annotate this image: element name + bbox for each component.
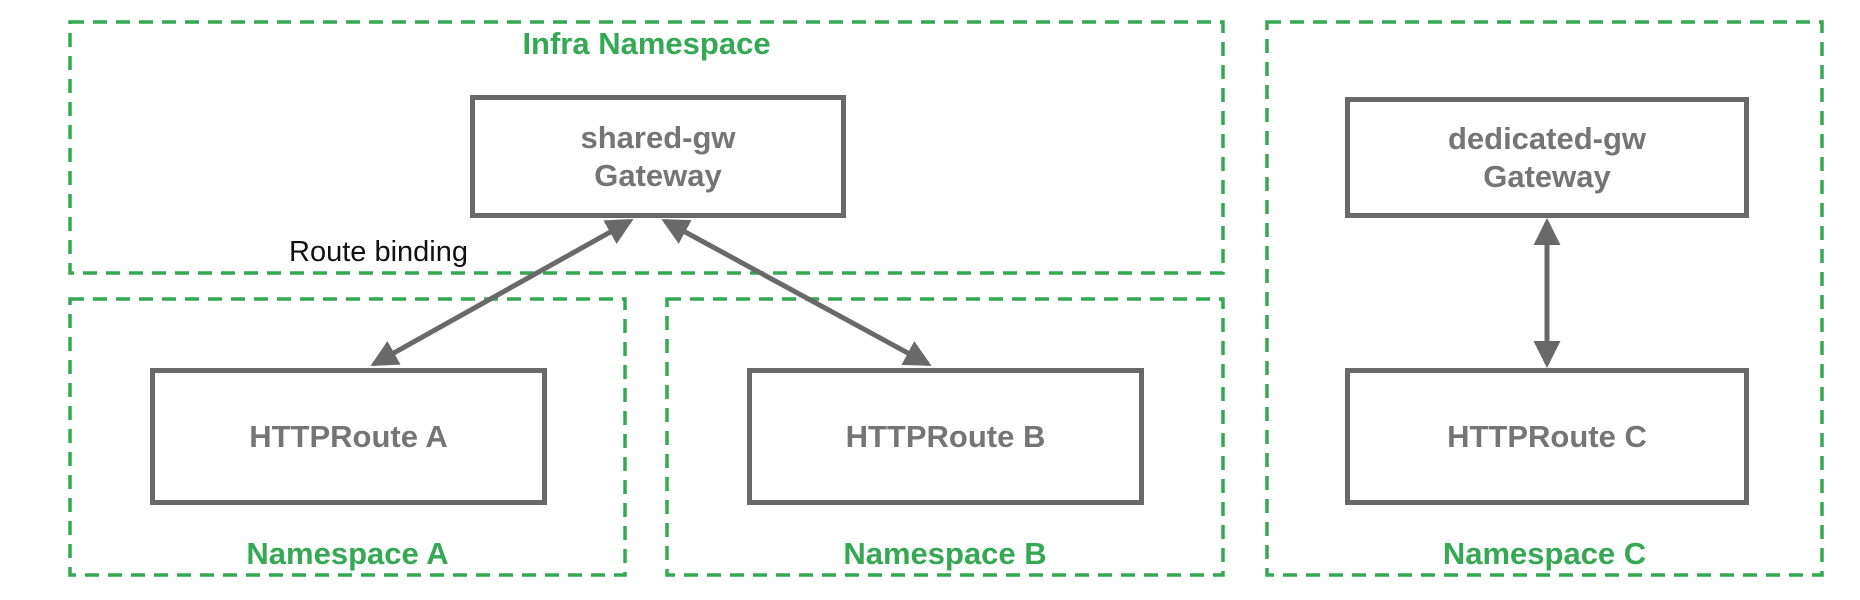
infra-namespace-label: Infra Namespace [522,26,771,61]
route-a-to-shared-gw-arrow [370,218,634,367]
httproute-a-node: HTTPRoute A [150,368,547,505]
route-binding-label: Route binding [289,236,468,268]
namespace-a-label: Namespace A [246,536,449,571]
dedicated-gw-gateway-node: dedicated-gw Gateway [1345,97,1749,218]
namespace-c-boundary [1265,20,1824,577]
shared-gw-gateway-node: shared-gw Gateway [470,95,846,218]
namespace-b-boundary [665,297,1225,577]
httproute-b-label: HTTPRoute B [845,418,1046,454]
namespace-b-label: Namespace B [843,536,1047,571]
shared-gw-kind-label: Gateway [594,157,722,193]
route-b-to-shared-gw-arrow [661,218,932,367]
namespace-a-boundary [68,297,627,577]
httproute-c-label: HTTPRoute C [1447,418,1647,454]
infra-namespace-boundary [68,20,1225,275]
dedicated-gw-kind-label: Gateway [1483,158,1611,194]
httproute-c-node: HTTPRoute C [1345,368,1749,505]
namespace-c-label: Namespace C [1442,536,1647,571]
httproute-b-node: HTTPRoute B [747,368,1144,505]
shared-gw-name-label: shared-gw [580,119,736,155]
httproute-a-label: HTTPRoute A [249,418,448,454]
dedicated-gw-name-label: dedicated-gw [1447,120,1647,156]
